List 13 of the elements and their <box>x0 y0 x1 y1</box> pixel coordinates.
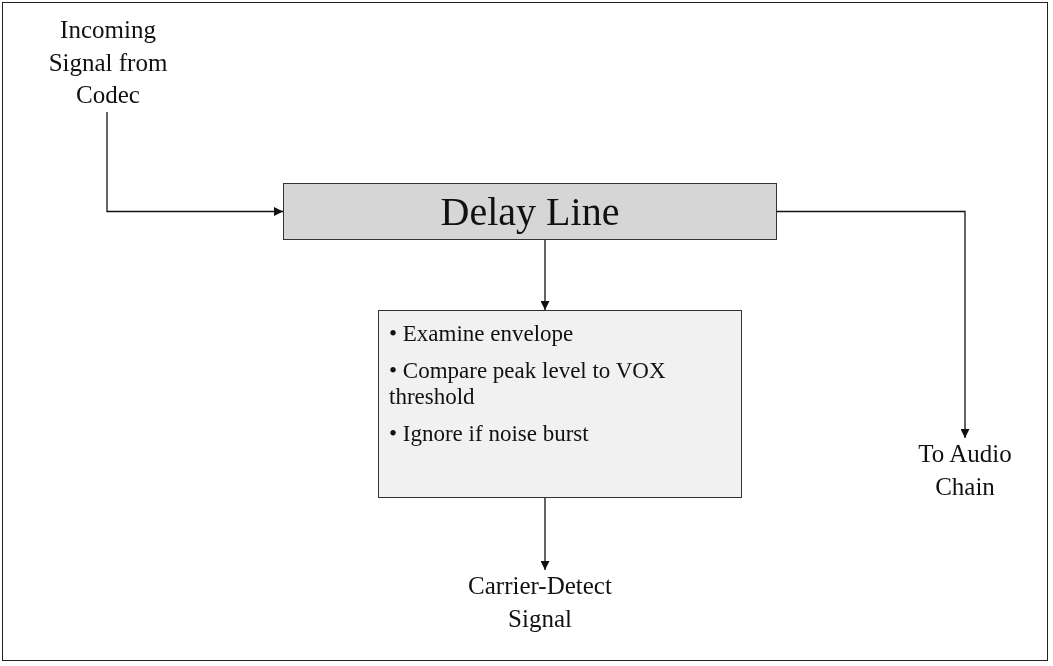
bullet-text: • Examine envelope <box>389 321 575 347</box>
bullet-text: • Compare peak level to VOX threshold <box>389 358 667 409</box>
arrow <box>776 210 970 439</box>
output-label: To Audio Chain <box>890 438 1040 510</box>
output-label: Carrier-Detect Signal <box>435 570 645 650</box>
box-title: Delay Line <box>440 188 620 235</box>
input-label: Incoming Signal from Codec <box>28 14 188 112</box>
process-box <box>378 310 742 498</box>
arrow <box>540 497 550 571</box>
bullet-text: • Ignore if noise burst <box>389 420 590 447</box>
arrow <box>106 111 284 216</box>
arrow <box>540 239 550 311</box>
process-box <box>283 183 777 240</box>
